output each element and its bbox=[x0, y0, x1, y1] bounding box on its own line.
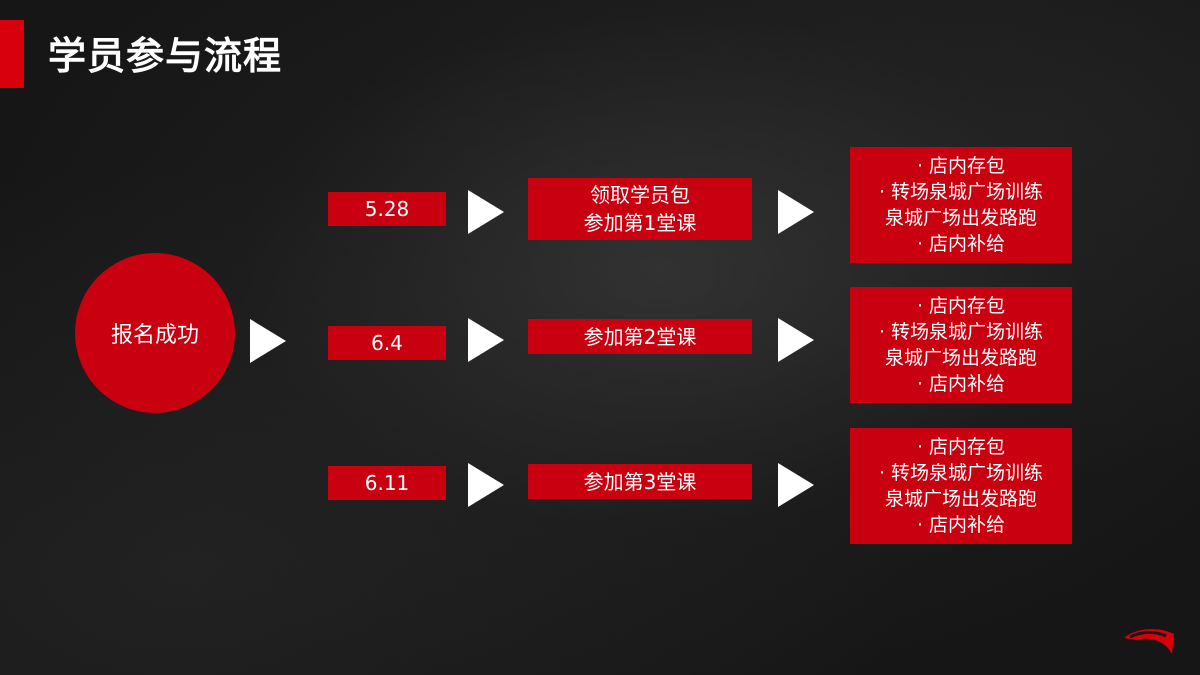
step-line: 参加第3堂课 bbox=[583, 469, 697, 494]
arrow-icon bbox=[468, 190, 504, 234]
start-arrow-icon bbox=[250, 319, 286, 363]
date-label: 6.4 bbox=[371, 331, 403, 355]
step-box-row-3: 参加第3堂课 bbox=[528, 464, 752, 499]
start-node-circle: 报名成功 bbox=[75, 253, 235, 413]
date-box-row-1: 5.28 bbox=[328, 192, 446, 226]
detail-line: · 转场泉城广场训练 bbox=[878, 321, 1044, 343]
detail-line: 泉城广场出发路跑 bbox=[884, 347, 1037, 369]
step-line: 参加第2堂课 bbox=[583, 324, 697, 349]
arrow-icon bbox=[778, 190, 814, 234]
detail-line: 泉城广场出发路跑 bbox=[884, 207, 1037, 229]
arrow-icon bbox=[468, 318, 504, 362]
step-box-row-2: 参加第2堂课 bbox=[528, 319, 752, 354]
detail-line: · 店内存包 bbox=[916, 436, 1006, 458]
detail-line: 泉城广场出发路跑 bbox=[884, 488, 1037, 510]
date-box-row-3: 6.11 bbox=[328, 466, 446, 500]
detail-line: · 店内补给 bbox=[916, 514, 1006, 536]
date-label: 6.11 bbox=[364, 471, 410, 495]
title-accent-bar bbox=[0, 20, 24, 88]
detail-line: · 转场泉城广场训练 bbox=[878, 462, 1044, 484]
arrow-icon bbox=[778, 318, 814, 362]
arrow-icon bbox=[468, 463, 504, 507]
date-label: 5.28 bbox=[364, 197, 410, 221]
page-title: 学员参与流程 bbox=[48, 34, 283, 78]
step-box-row-1: 领取学员包 参加第1堂课 bbox=[528, 178, 752, 240]
detail-line: · 转场泉城广场训练 bbox=[878, 181, 1044, 203]
brand-logo-icon bbox=[1124, 629, 1174, 654]
detail-line: · 店内补给 bbox=[916, 373, 1006, 395]
start-node-label: 报名成功 bbox=[110, 323, 199, 348]
detail-box-row-3: · 店内存包 · 转场泉城广场训练 泉城广场出发路跑 · 店内补给 bbox=[850, 428, 1072, 544]
detail-line: · 店内补给 bbox=[916, 233, 1006, 255]
step-line: 参加第1堂课 bbox=[583, 211, 697, 235]
detail-box-row-1: · 店内存包 · 转场泉城广场训练 泉城广场出发路跑 · 店内补给 bbox=[850, 147, 1072, 263]
detail-line: · 店内存包 bbox=[916, 295, 1006, 317]
date-box-row-2: 6.4 bbox=[328, 326, 446, 360]
detail-line: · 店内存包 bbox=[916, 155, 1006, 177]
arrow-icon bbox=[778, 463, 814, 507]
detail-box-row-2: · 店内存包 · 转场泉城广场训练 泉城广场出发路跑 · 店内补给 bbox=[850, 287, 1072, 403]
step-line: 领取学员包 bbox=[590, 183, 690, 207]
